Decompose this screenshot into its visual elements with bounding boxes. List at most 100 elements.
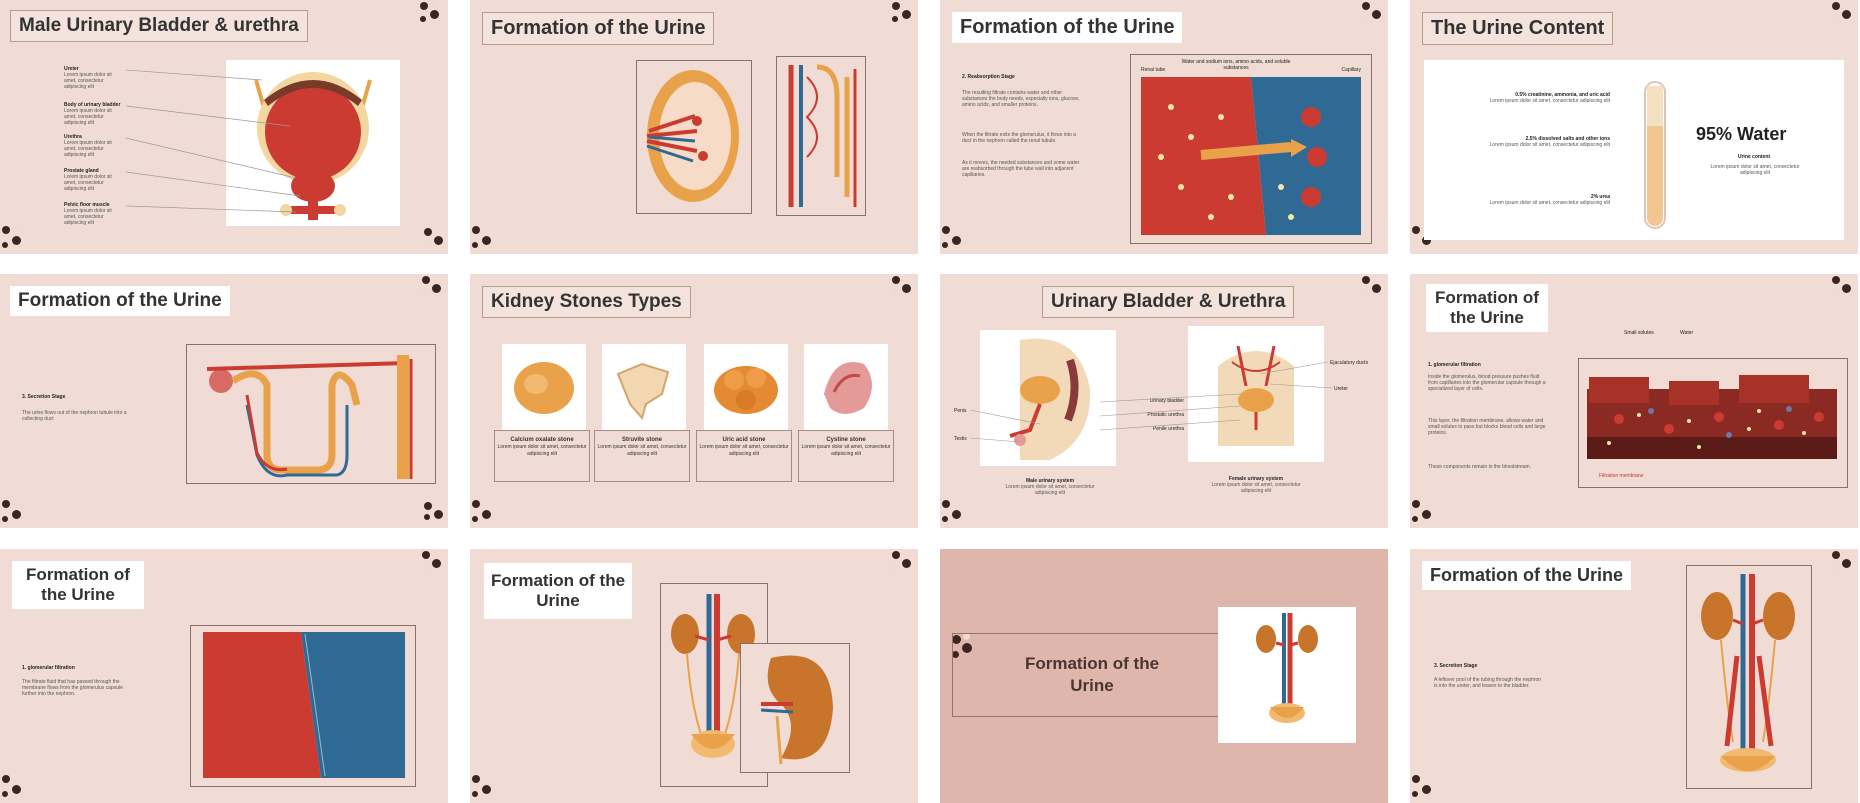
big-text: Lorem ipsum dolor sit amet, consectetur … bbox=[1710, 164, 1800, 176]
stage-body: The filtrate fluid that has passed throu… bbox=[22, 679, 123, 697]
nephron-loop-frame bbox=[186, 344, 436, 484]
stage-heading: 1. glomerular filtration bbox=[22, 665, 75, 671]
urinary-system-frame bbox=[1686, 565, 1812, 789]
slide-reabsorption[interactable]: Formation of the Urine 2. Reabsorption S… bbox=[940, 0, 1388, 254]
bladder-illustration bbox=[226, 60, 400, 226]
stone-image-cystine bbox=[804, 344, 888, 430]
stone-image-struvite bbox=[602, 344, 686, 430]
diagram-top-label: Water and sodium ions, amino acids, and … bbox=[1181, 59, 1291, 71]
mid-label: Urinary bladder bbox=[1149, 398, 1184, 404]
corner-dots-decoration bbox=[0, 224, 30, 254]
right-label: Ureter bbox=[1334, 386, 1348, 392]
slide-title: Urinary Bladder & Urethra bbox=[1042, 286, 1295, 318]
corner-dots-decoration bbox=[0, 498, 30, 528]
corner-dots-decoration bbox=[950, 633, 980, 663]
slide-urinary-system-1[interactable]: Formation of the Urine bbox=[470, 549, 918, 803]
corner-dots-decoration bbox=[418, 549, 448, 579]
corner-dots-decoration bbox=[1828, 549, 1858, 579]
corner-dots-decoration bbox=[470, 498, 500, 528]
corner-dots-decoration bbox=[418, 224, 448, 254]
corner-dots-decoration bbox=[1828, 274, 1858, 304]
slide-title: Formation of the Urine bbox=[1426, 284, 1548, 332]
corner-dots-decoration bbox=[1358, 0, 1388, 30]
stage-body-1: Inside the glomerulus, blood pressure pu… bbox=[1428, 374, 1546, 392]
corner-dots-decoration bbox=[416, 0, 446, 30]
stage-body-3: These components remain in the bloodstre… bbox=[1428, 464, 1532, 470]
stage-heading: 3. Secretion Stage bbox=[22, 394, 66, 400]
corner-dots-decoration bbox=[418, 274, 448, 304]
kidney-detail-frame bbox=[740, 643, 850, 773]
stage-heading: 2. Reabsorption Stage bbox=[962, 74, 1015, 80]
male-system-image bbox=[980, 330, 1116, 466]
female-system-image bbox=[1188, 326, 1324, 462]
big-sub: Urine content bbox=[1737, 154, 1771, 160]
corner-dots-decoration bbox=[470, 773, 500, 803]
slide-formation-section[interactable]: Formation of the Urine bbox=[940, 549, 1388, 803]
slide-title: Formation of the Urine bbox=[952, 12, 1183, 43]
stage-body: A leftover pool of the tubing through th… bbox=[1434, 677, 1542, 689]
slide-title: Formation of the Urine bbox=[484, 563, 632, 619]
stone-image-uric bbox=[704, 344, 788, 430]
stage-body-3: As it moves, the needed substances and s… bbox=[962, 160, 1080, 178]
kidney-cross-section-frame bbox=[636, 60, 752, 214]
stage-body-2: When the filtrate exits the glomerulus, … bbox=[962, 132, 1076, 144]
slide-title: Formation of the Urine bbox=[482, 12, 715, 45]
stage-body-2: This layer, the filtration membrane, all… bbox=[1428, 418, 1546, 436]
slide-glomerular-2[interactable]: Formation of the Urine 1. glomerular fil… bbox=[0, 549, 448, 803]
stage-heading: 1. glomerular filtration bbox=[1428, 362, 1481, 368]
corner-dots-decoration bbox=[470, 224, 500, 254]
cystine-stone-icon bbox=[824, 362, 872, 414]
leader-lines bbox=[125, 69, 301, 213]
slide-title: Male Urinary Bladder & urethra bbox=[10, 10, 308, 42]
left-label: Testis bbox=[954, 436, 967, 442]
corner-dots-decoration bbox=[1828, 0, 1858, 30]
reabsorption-diagram-frame: Water and sodium ions, amino acids, and … bbox=[1130, 54, 1372, 244]
test-tube-icon bbox=[1644, 81, 1666, 229]
slide-glomerular-1[interactable]: Formation of the Urine Small solutes Wat… bbox=[1410, 274, 1858, 528]
urinary-system-card bbox=[1218, 607, 1356, 743]
struvite-stone-icon bbox=[616, 362, 670, 421]
top-label: Water bbox=[1680, 330, 1694, 336]
corner-dots-decoration bbox=[888, 0, 918, 30]
stone-image-calcium bbox=[502, 344, 586, 430]
slide-title: Kidney Stones Types bbox=[482, 286, 691, 318]
left-label: Penis bbox=[954, 408, 967, 414]
slide-title: Formation of the Urine bbox=[1024, 654, 1160, 695]
slide-title: The Urine Content bbox=[1422, 12, 1614, 45]
corner-dots-decoration bbox=[1358, 274, 1388, 304]
corner-dots-decoration bbox=[1410, 224, 1440, 254]
bottom-label: Filtration membrane bbox=[1599, 473, 1644, 479]
slide-urine-content[interactable]: The Urine Content 0.5% creatinine, ammon… bbox=[1410, 0, 1858, 254]
slide-title: Formation of the Urine bbox=[10, 286, 230, 316]
slide-secretion[interactable]: Formation of the Urine 3. Secretion Stag… bbox=[0, 274, 448, 528]
corner-dots-decoration bbox=[1410, 498, 1440, 528]
slide-formation-kidney[interactable]: Formation of the Urine bbox=[470, 0, 918, 254]
slide-bladder-urethra[interactable]: Urinary Bladder & Urethra Penis Testis U… bbox=[940, 274, 1388, 528]
stage-heading: 3. Secretion Stage bbox=[1434, 663, 1478, 669]
uric-acid-stone-icon bbox=[714, 366, 778, 414]
membrane-diagram-frame bbox=[190, 625, 416, 787]
corner-dots-decoration bbox=[0, 773, 30, 803]
diagram-right-label: Capillary bbox=[1341, 67, 1361, 73]
slide-secretion-2[interactable]: Formation of the Urine 3. Secretion Stag… bbox=[1410, 549, 1858, 803]
right-label: Ejaculatory ducts bbox=[1330, 360, 1369, 366]
big-percent: 95% Water bbox=[1696, 124, 1787, 144]
corner-dots-decoration bbox=[940, 224, 970, 254]
corner-dots-decoration bbox=[940, 498, 970, 528]
nephron-frame bbox=[776, 56, 866, 216]
stage-body-1: The resulting filtrate contains water an… bbox=[962, 90, 1080, 108]
corner-dots-decoration bbox=[888, 274, 918, 304]
slide-kidney-stones[interactable]: Kidney Stones Types Calcium oxalate ston… bbox=[470, 274, 918, 528]
